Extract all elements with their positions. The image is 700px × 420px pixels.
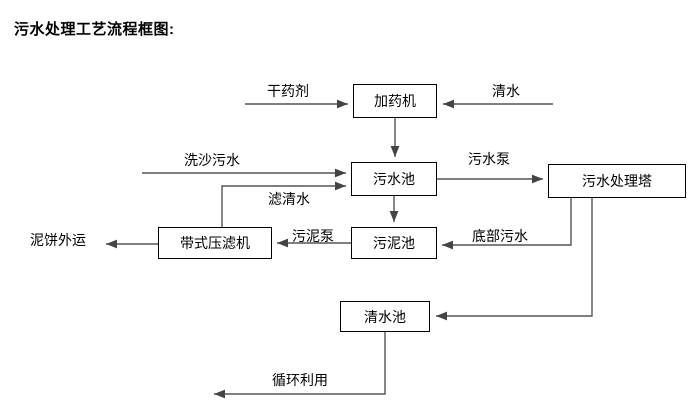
edge-label-sludge-pump: 污泥泵 [292, 228, 334, 244]
terminal-mud-cake-outbound: 泥饼外运 [30, 232, 86, 248]
node-clear-water-pool[interactable]: 清水池 [340, 301, 430, 332]
connector-filter-press-to-sewage-pool [221, 181, 346, 227]
node-sludge-pool[interactable]: 污泥池 [351, 227, 437, 259]
page-title: 污水处理工艺流程框图: [14, 21, 175, 38]
terminal-dry-chemical-agent: 干药剂 [267, 83, 309, 99]
node-label: 加药机 [374, 93, 416, 109]
node-label: 污水处理塔 [582, 173, 652, 189]
connector-clear-water-pool-to-recycle [214, 332, 386, 399]
node-label: 污水池 [373, 171, 415, 187]
node-sewage-pool[interactable]: 污水池 [351, 162, 437, 196]
terminal-clean-water-input: 清水 [492, 83, 520, 99]
edge-label-filtered-water: 滤清水 [268, 191, 310, 207]
terminal-sand-wash-sewage: 洗沙污水 [184, 152, 240, 168]
edge-label-bottom-sewage: 底部污水 [472, 228, 528, 244]
node-treatment-tower[interactable]: 污水处理塔 [548, 164, 686, 198]
edge-label-recycling-reuse: 循环利用 [272, 372, 328, 388]
connector-tower-to-sludge-pool [442, 198, 572, 250]
node-label: 清水池 [364, 308, 406, 325]
connector-tower-to-clear-water-pool [436, 198, 593, 321]
node-belt-filter-press[interactable]: 带式压滤机 [158, 227, 272, 259]
node-dosing-machine[interactable]: 加药机 [353, 84, 437, 118]
node-label: 污泥池 [373, 235, 415, 251]
node-label: 带式压滤机 [180, 235, 250, 251]
edge-label-sewage-pump: 污水泵 [468, 151, 510, 167]
